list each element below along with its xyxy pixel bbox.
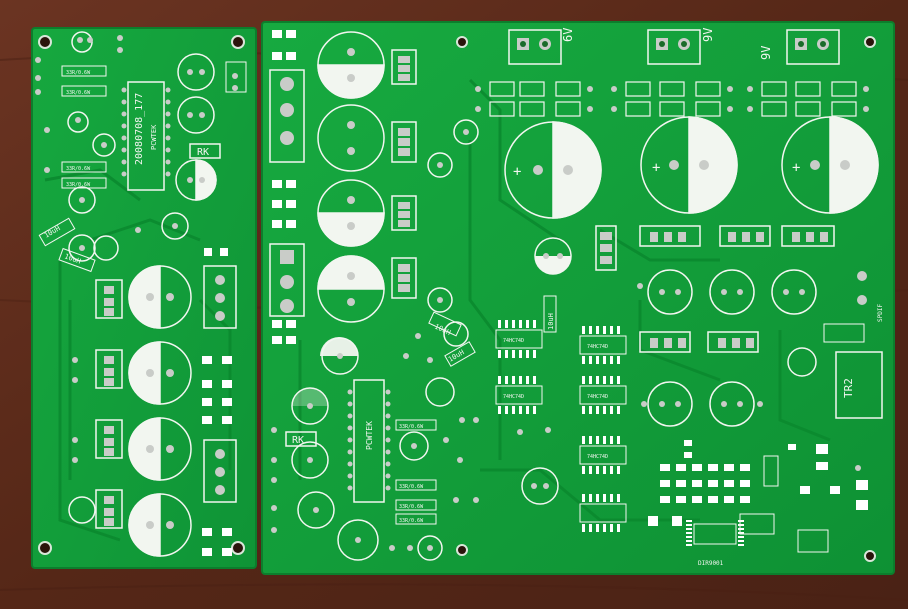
capacitor xyxy=(93,235,119,261)
tr2-label: TR2 xyxy=(842,378,855,398)
voltage-regulator xyxy=(781,225,835,247)
capacitor xyxy=(427,287,453,313)
right-board-brand-text: PCWTEK xyxy=(365,421,374,450)
capacitor xyxy=(161,212,189,240)
left-board-code-text: 20080708_177 xyxy=(134,93,145,165)
voltage-regulator xyxy=(95,279,123,319)
voltage-regulator xyxy=(391,49,417,85)
voltage-regulator xyxy=(95,419,123,459)
capacitor xyxy=(291,441,329,479)
mounting-hole xyxy=(864,36,876,48)
svg-text:+: + xyxy=(652,160,660,176)
left-rk-label: RK xyxy=(197,147,209,158)
terminal-block xyxy=(203,265,237,329)
right-inductor-label: 10uH xyxy=(547,313,555,330)
voltage-regulator xyxy=(639,225,701,247)
ic-label: 74HC74D xyxy=(587,454,608,460)
capacitor xyxy=(521,467,559,505)
voltage-regulator xyxy=(95,349,123,389)
mounting-hole xyxy=(231,35,245,49)
mounting-hole xyxy=(456,36,468,48)
capacitor xyxy=(291,387,329,425)
voltage-regulator xyxy=(391,195,417,231)
right-resistor-label: 33R/0.6W xyxy=(399,484,424,490)
connector-9v xyxy=(647,29,701,65)
capacitor xyxy=(297,491,335,529)
capacitor xyxy=(317,104,385,172)
mounting-hole xyxy=(38,541,52,555)
left-resistor-label: 33R/0.6W xyxy=(66,90,91,96)
capacitor xyxy=(709,269,755,315)
dir9001-footprint xyxy=(693,523,737,545)
mounting-hole xyxy=(456,544,468,556)
voltage-regulator xyxy=(639,331,691,353)
capacitor xyxy=(67,111,89,133)
voltage-label: 6V xyxy=(561,28,575,42)
transformer-tr2 xyxy=(835,351,883,419)
capacitor xyxy=(647,269,693,315)
capacitor xyxy=(709,381,755,427)
right-resistor-label: 33R/0.6W xyxy=(399,424,424,430)
left-board-brand-text: PCWTEK xyxy=(150,124,158,150)
capacitor xyxy=(68,234,96,262)
dip-ic-footprint xyxy=(353,379,385,503)
capacitor xyxy=(177,53,215,91)
ic-label: 74HC74D xyxy=(587,394,608,400)
capacitor xyxy=(647,381,693,427)
right-resistor-label: 33R/0.6W xyxy=(399,518,424,524)
ic-footprint xyxy=(127,81,165,191)
svg-text:+: + xyxy=(792,160,800,176)
capacitor xyxy=(453,119,479,145)
mounting-hole xyxy=(864,550,876,562)
capacitor xyxy=(787,347,817,377)
capacitor xyxy=(337,519,379,561)
left-resistor-label: 33R/0.6W xyxy=(66,182,91,188)
mounting-hole xyxy=(231,541,245,555)
left-pcb-board: 20080708_177 PCWTEK RK 33R/0.6W 33R/0.6W… xyxy=(31,27,257,569)
voltage-regulator xyxy=(707,331,759,353)
mounting-hole xyxy=(38,35,52,49)
capacitor xyxy=(68,186,96,214)
voltage-regulator xyxy=(391,257,417,299)
capacitor xyxy=(92,133,116,157)
ic-label: 74HC74D xyxy=(503,338,524,344)
left-resistor-label: 33R/0.6W xyxy=(66,166,91,172)
right-pcb-board: 6V 9V 9V xyxy=(261,21,895,575)
terminal-block xyxy=(203,439,237,503)
voltage-regulator xyxy=(595,225,617,271)
dir9001-label: DIR9001 xyxy=(698,560,724,567)
voltage-regulator xyxy=(95,489,123,529)
voltage-regulator xyxy=(391,121,417,163)
capacitor xyxy=(425,377,455,407)
capacitor xyxy=(68,496,96,524)
voltage-label: 9V xyxy=(701,28,715,42)
right-resistor-label: 33R/0.6W xyxy=(399,504,424,510)
spdif-label: SPDIF xyxy=(877,304,884,322)
svg-text:+: + xyxy=(513,164,521,180)
capacitor xyxy=(417,535,443,561)
soic-ics: 74HC74D 74HC74D 74HC74D 74HC74D 74HC74D xyxy=(495,320,627,532)
ic-label: 74HC74D xyxy=(587,344,608,350)
capacitor xyxy=(771,269,817,315)
right-rk-label: RK xyxy=(292,435,304,446)
voltage-regulator xyxy=(719,225,771,247)
capacitor xyxy=(177,96,215,134)
connector-6v xyxy=(508,29,562,65)
voltage-label: 9V xyxy=(759,46,773,60)
capacitor xyxy=(427,152,453,178)
left-resistor-label: 33R/0.6W xyxy=(66,70,91,76)
connector-9v xyxy=(786,29,840,65)
ic-label: 74HC74D xyxy=(503,394,524,400)
capacitor xyxy=(399,431,429,461)
